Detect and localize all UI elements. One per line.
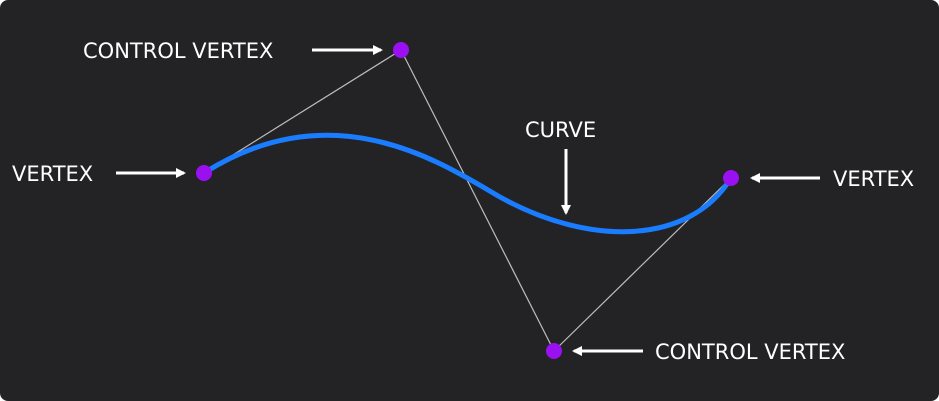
vertex-point-right (723, 170, 739, 186)
bezier-curve (201, 132, 734, 235)
control-vertex-label-top: CONTROL VERTEX (83, 39, 273, 63)
control-line-middle (400, 49, 555, 352)
control-vertex-point-bottom (546, 343, 562, 359)
control-vertex-point-top (393, 42, 409, 58)
vertex-point-left (196, 165, 212, 181)
control-line-end (553, 177, 732, 352)
control-vertex-label-bottom: CONTROL VERTEX (655, 340, 845, 364)
curve-label: CURVE (525, 118, 596, 142)
vertex-label-left: VERTEX (12, 162, 93, 186)
vertex-label-right: VERTEX (833, 167, 914, 191)
